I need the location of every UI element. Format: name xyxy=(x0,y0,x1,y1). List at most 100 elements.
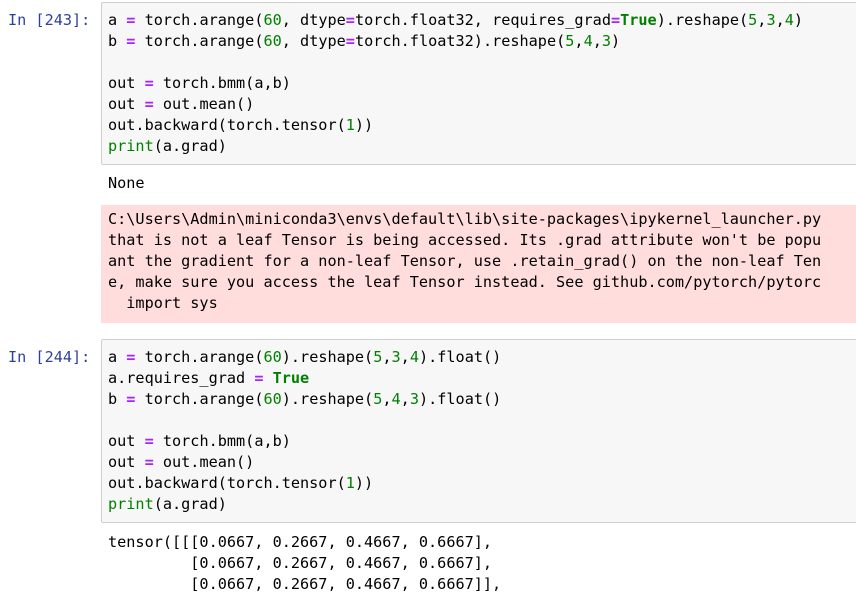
code-token: = xyxy=(126,32,136,50)
code-token: ).reshape( xyxy=(656,11,749,29)
output-line: ant the gradient for a non-leaf Tensor, … xyxy=(108,252,822,270)
code-token: 5 xyxy=(748,11,758,29)
code-token: out xyxy=(108,432,145,450)
input-prompt: In [244]: xyxy=(8,348,91,366)
code-token: ).float() xyxy=(418,348,502,366)
code-token: 60 xyxy=(263,11,282,29)
code-token: out xyxy=(108,453,145,471)
code-token: = xyxy=(126,390,136,408)
code-line: b = torch.arange(60).reshape(5,4,3).floa… xyxy=(108,389,854,410)
code-editor[interactable]: a = torch.arange(60, dtype=torch.float32… xyxy=(101,2,856,165)
cell-output-stderr: C:\Users\Admin\miniconda3\envs\default\l… xyxy=(101,205,856,323)
code-token: b xyxy=(108,390,127,408)
code-token: out.backward(torch.tensor( xyxy=(108,116,346,134)
code-token: torch.float32, requires_grad xyxy=(354,11,611,29)
code-line: print(a.grad) xyxy=(108,136,854,157)
code-token: 4 xyxy=(409,348,419,366)
code-token: 3 xyxy=(601,32,612,50)
code-token: torch.bmm(a,b) xyxy=(153,432,291,450)
code-token: = xyxy=(126,11,136,29)
code-editor[interactable]: a = torch.arange(60).reshape(5,3,4).floa… xyxy=(101,339,856,523)
output-line: C:\Users\Admin\miniconda3\envs\default\l… xyxy=(108,210,822,228)
code-line: out = torch.bmm(a,b) xyxy=(108,431,854,452)
code-token: 4 xyxy=(583,32,593,50)
code-token: out.backward(torch.tensor( xyxy=(108,474,346,492)
code-token: 3 xyxy=(766,11,776,29)
code-token: , xyxy=(382,390,392,408)
code-token: torch.float32).reshape( xyxy=(354,32,566,50)
output-line: tensor([[[0.0667, 0.2667, 0.4667, 0.6667… xyxy=(108,533,493,551)
code-token: out.mean() xyxy=(153,453,255,471)
code-token: ).reshape( xyxy=(281,390,374,408)
code-token: )) xyxy=(354,474,374,492)
cell-output-stdout: None xyxy=(108,174,145,192)
code-token: a xyxy=(108,11,127,29)
input-prompt: In [243]: xyxy=(8,11,91,29)
code-token: 60 xyxy=(263,390,282,408)
code-token: torch.arange( xyxy=(135,11,264,29)
code-line: out = out.mean() xyxy=(108,452,854,473)
code-line xyxy=(108,410,854,431)
code-token: = xyxy=(144,95,154,113)
code-token: torch.arange( xyxy=(135,32,264,50)
code-lines: a = torch.arange(60, dtype=torch.float32… xyxy=(108,10,854,157)
code-line: print(a.grad) xyxy=(108,494,854,515)
code-token: ).reshape( xyxy=(281,348,374,366)
code-token: 60 xyxy=(263,32,282,50)
code-token: , xyxy=(775,11,785,29)
code-token: = xyxy=(610,11,621,29)
code-token: = xyxy=(254,369,264,387)
code-token: ).float() xyxy=(418,390,502,408)
output-line: [0.0667, 0.2667, 0.4667, 0.6667], xyxy=(108,554,493,572)
code-token: = xyxy=(126,348,136,366)
code-token: 5 xyxy=(373,390,383,408)
code-token: torch.arange( xyxy=(135,390,264,408)
code-token: print xyxy=(108,495,154,513)
code-token: (a.grad) xyxy=(153,495,227,513)
code-token: print xyxy=(108,137,154,155)
code-line: out = torch.bmm(a,b) xyxy=(108,73,854,94)
code-token: True xyxy=(620,11,657,29)
cell-output-stdout: tensor([[[0.0667, 0.2667, 0.4667, 0.6667… xyxy=(101,532,856,595)
code-line: a.requires_grad = True xyxy=(108,368,854,389)
code-token: , xyxy=(400,348,410,366)
code-token: 4 xyxy=(784,11,794,29)
code-token: , dtype xyxy=(281,11,346,29)
code-token: 5 xyxy=(373,348,383,366)
output-line: [0.0667, 0.2667, 0.4667, 0.6667]], xyxy=(108,575,502,593)
code-token: , xyxy=(757,11,767,29)
code-token: ) xyxy=(611,32,621,50)
code-token: out xyxy=(108,95,145,113)
output-line: that is not a leaf Tensor is being acces… xyxy=(108,231,822,249)
code-token: , xyxy=(574,32,584,50)
code-token: torch.arange( xyxy=(135,348,264,366)
code-line: b = torch.arange(60, dtype=torch.float32… xyxy=(108,31,854,52)
code-token: 1 xyxy=(345,474,355,492)
code-token: (a.grad) xyxy=(153,137,227,155)
code-token: , dtype xyxy=(281,32,346,50)
code-token: out.mean() xyxy=(153,95,255,113)
code-token: 3 xyxy=(409,390,419,408)
code-line: out.backward(torch.tensor(1)) xyxy=(108,473,854,494)
code-token: a xyxy=(108,348,127,366)
code-token: , xyxy=(400,390,410,408)
code-token: , xyxy=(382,348,392,366)
code-token: 1 xyxy=(345,116,355,134)
output-line: import sys xyxy=(108,294,218,312)
code-token: = xyxy=(144,432,154,450)
code-token: b xyxy=(108,32,127,50)
code-token: a.requires_grad xyxy=(108,369,255,387)
code-token: torch.bmm(a,b) xyxy=(153,74,291,92)
code-token: True xyxy=(272,369,310,387)
code-line: out.backward(torch.tensor(1)) xyxy=(108,115,854,136)
output-line: e, make sure you access the leaf Tensor … xyxy=(108,273,822,291)
code-token: 5 xyxy=(565,32,575,50)
code-token xyxy=(263,369,272,387)
code-token: , xyxy=(592,32,602,50)
code-token: = xyxy=(345,11,355,29)
code-token: = xyxy=(144,74,154,92)
code-token: 4 xyxy=(391,390,401,408)
code-line: a = torch.arange(60, dtype=torch.float32… xyxy=(108,10,854,31)
code-token: = xyxy=(345,32,355,50)
code-token: 3 xyxy=(391,348,401,366)
